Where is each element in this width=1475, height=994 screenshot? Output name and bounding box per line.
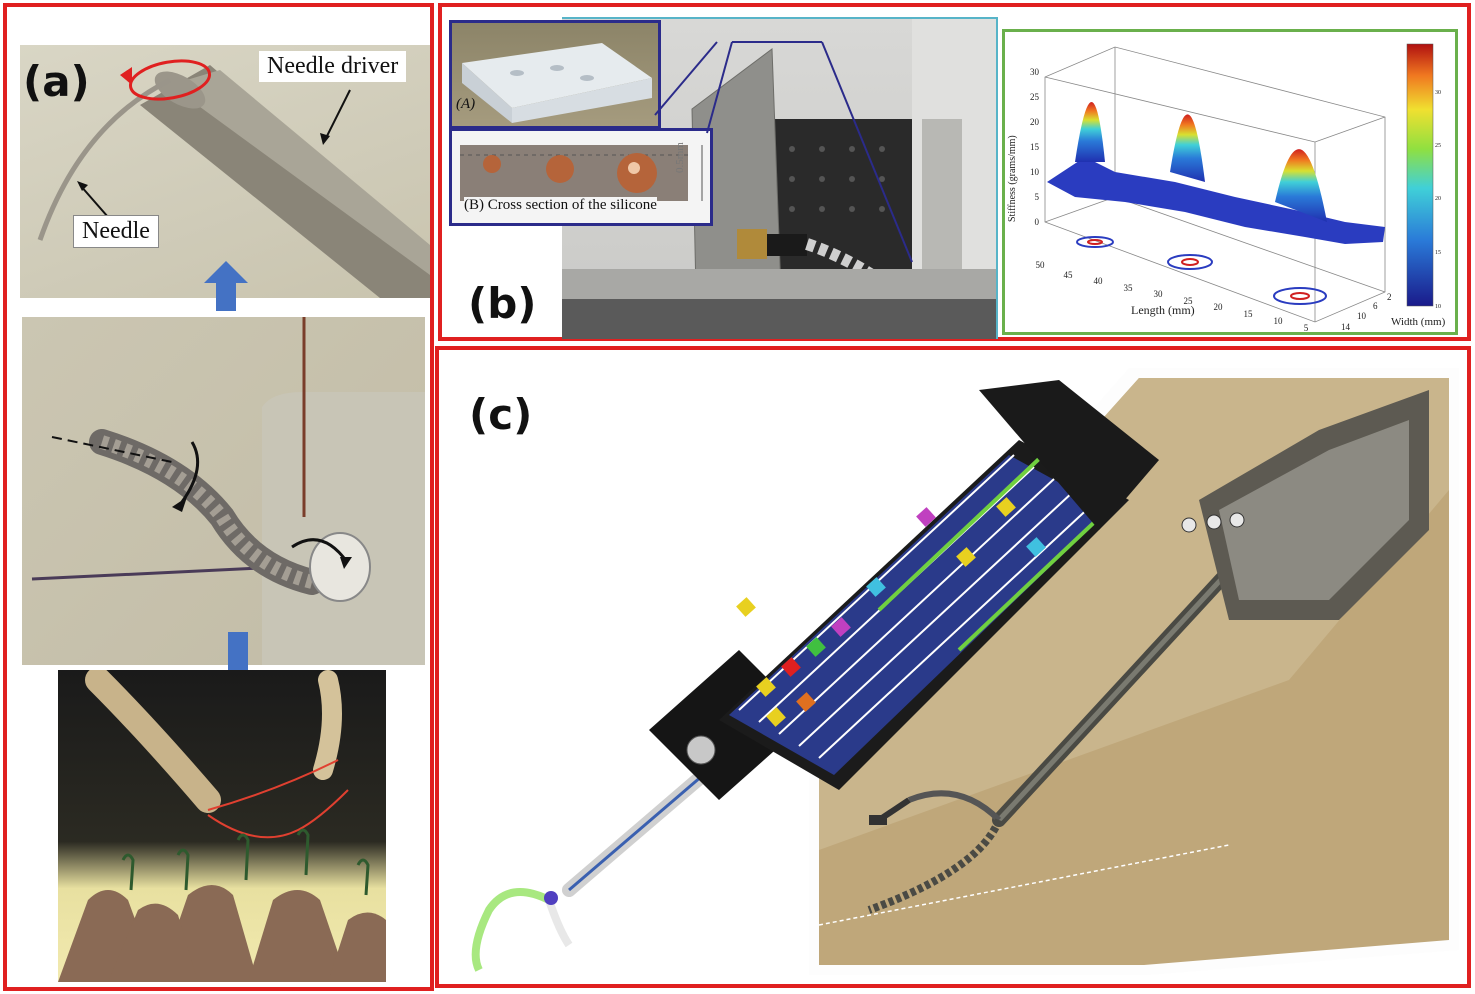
x-tick: 10 xyxy=(1274,316,1284,326)
inset-a-label: (A) xyxy=(456,96,476,112)
robot-prototype-photo xyxy=(439,350,1467,984)
z-tick: 5 xyxy=(1035,192,1040,202)
x-tick: 45 xyxy=(1064,270,1074,280)
y-axis-label: Width (mm) xyxy=(1391,316,1446,328)
panel-b-label: (b) xyxy=(468,279,537,328)
x-axis-label: Length (mm) xyxy=(1131,303,1195,317)
x-tick: 35 xyxy=(1124,283,1134,293)
z-tick: 0 xyxy=(1035,217,1040,227)
up-arrow-icon xyxy=(204,261,248,311)
colorbar-tick: 20 xyxy=(1435,196,1441,202)
y-tick: 10 xyxy=(1357,311,1367,321)
panel-a-label: (a) xyxy=(23,57,90,106)
needle-driver-photo xyxy=(20,45,430,298)
x-tick: 20 xyxy=(1214,302,1224,312)
y-tick: 6 xyxy=(1373,301,1378,311)
z-tick: 10 xyxy=(1030,167,1040,177)
y-tick: 14 xyxy=(1341,322,1351,332)
cad-model-rendering xyxy=(471,380,1159,972)
colorbar xyxy=(1406,43,1434,307)
z-tick: 30 xyxy=(1030,67,1040,77)
panel-c-label: (c) xyxy=(469,390,533,439)
needle-label: Needle xyxy=(73,215,159,248)
colorbar-tick: 30 xyxy=(1435,90,1441,96)
inset-connector-lines xyxy=(654,41,913,263)
x-tick: 25 xyxy=(1184,296,1194,306)
stiffness-plot: 0 5 10 15 20 25 30 Stiffness (grams/mm) … xyxy=(1002,29,1458,335)
panel-b: (A) (B) Cross section of the silicone 0.… xyxy=(438,3,1471,341)
panel-c: (c) xyxy=(435,346,1471,988)
colorbar-tick: 25 xyxy=(1435,143,1441,149)
suturing-photo xyxy=(58,670,386,982)
panel-a: (a) Needle driver Needle xyxy=(3,3,434,991)
continuum-robot-photo xyxy=(22,317,425,665)
x-tick: 5 xyxy=(1304,323,1309,332)
x-tick: 30 xyxy=(1154,289,1164,299)
suturing-illustration xyxy=(58,670,386,982)
z-tick: 20 xyxy=(1030,117,1040,127)
x-tick: 15 xyxy=(1244,309,1254,319)
needle-driver-label: Needle driver xyxy=(259,51,407,82)
stiffness-plot-svg: 0 5 10 15 20 25 30 Stiffness (grams/mm) … xyxy=(1007,43,1446,333)
x-tick: 40 xyxy=(1094,276,1104,286)
colorbar-tick: 15 xyxy=(1435,250,1441,256)
cross-section-illustration xyxy=(460,145,703,201)
robot-prototype-illustration xyxy=(809,368,1459,975)
z-tick: 15 xyxy=(1030,142,1040,152)
colorbar-tick: 10 xyxy=(1435,304,1441,310)
needle-driver-illustration xyxy=(37,59,430,298)
continuum-robot-illustration xyxy=(31,317,425,665)
silicone-block-inset xyxy=(449,20,661,129)
silicone-block-illustration xyxy=(462,43,652,123)
inset-b-caption: (B) Cross section of the silicone xyxy=(464,197,657,214)
x-tick: 50 xyxy=(1036,260,1046,270)
z-axis-label: Stiffness (grams/mm) xyxy=(1007,135,1018,222)
y-tick: 2 xyxy=(1387,292,1392,302)
z-tick: 25 xyxy=(1030,92,1040,102)
test-rig-illustration xyxy=(562,19,996,339)
